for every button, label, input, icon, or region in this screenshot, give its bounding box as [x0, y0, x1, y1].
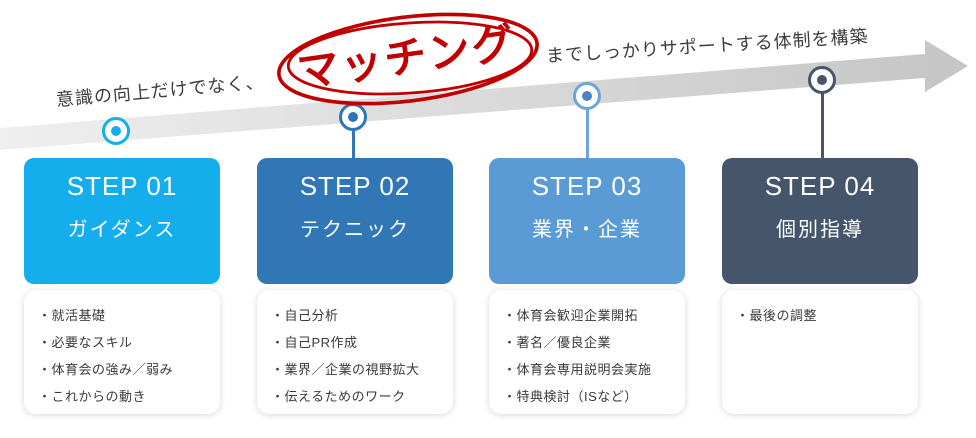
step3-detail-card: ・体育会歓迎企業開拓 ・著名／優良企業 ・体育会専用説明会実施 ・特典検討（IS… [489, 290, 685, 414]
list-item: ・体育会の強み／弱み [38, 362, 174, 377]
step4-title: 個別指導 [776, 219, 864, 241]
step2-header: STEP 02 テクニック [257, 158, 453, 284]
step4-header: STEP 04 個別指導 [722, 158, 918, 284]
step1-title: ガイダンス [67, 219, 177, 241]
milestone-marker-step2 [339, 103, 367, 131]
step4-detail-card: ・最後の調整 [722, 290, 918, 414]
milestone-marker-step3 [573, 82, 601, 110]
milestone-marker-step4 [808, 66, 836, 94]
step2-detail-card: ・自己分析 ・自己PR作成 ・業界／企業の視野拡大 ・伝えるためのワーク [257, 290, 453, 414]
step2-title: テクニック [300, 219, 410, 241]
step1-header: STEP 01 ガイダンス [24, 158, 220, 284]
marker-stem [586, 108, 589, 158]
list-item: ・体育会歓迎企業開拓 [503, 308, 639, 323]
marker-dot [111, 126, 121, 136]
step3-title: 業界・企業 [532, 219, 642, 241]
list-item: ・業界／企業の視野拡大 [271, 362, 420, 377]
step2-number: STEP 02 [299, 171, 411, 201]
list-item: ・特典検討（ISなど） [503, 389, 638, 404]
milestone-marker-step1 [102, 117, 130, 145]
marker-dot [817, 75, 827, 85]
highlight-circle-icon [277, 12, 539, 106]
step1-detail-card: ・就活基礎 ・必要なスキル ・体育会の強み／弱み ・これからの動き [24, 290, 220, 414]
list-item: ・これからの動き [38, 389, 147, 404]
list-item: ・伝えるためのワーク [271, 389, 406, 404]
step-column-4: STEP 04 個別指導 ・最後の調整 [722, 158, 918, 414]
arrow-shape [0, 40, 968, 150]
marker-stem [821, 92, 824, 158]
list-item: ・自己PR作成 [271, 335, 358, 350]
marker-dot [582, 91, 592, 101]
step1-number: STEP 01 [66, 171, 178, 201]
list-item: ・著名／優良企業 [503, 335, 612, 350]
list-item: ・体育会専用説明会実施 [503, 362, 652, 377]
step4-number: STEP 04 [764, 171, 876, 201]
step-column-3: STEP 03 業界・企業 ・体育会歓迎企業開拓 ・著名／優良企業 ・体育会専用… [489, 158, 685, 414]
step-column-1: STEP 01 ガイダンス ・就活基礎 ・必要なスキル ・体育会の強み／弱み ・… [24, 158, 220, 414]
list-item: ・最後の調整 [736, 308, 818, 323]
list-item: ・必要なスキル [38, 335, 133, 350]
list-item: ・自己分析 [271, 308, 339, 323]
list-item: ・就活基礎 [38, 308, 106, 323]
marker-stem [352, 125, 355, 158]
step3-number: STEP 03 [531, 171, 643, 201]
step-column-2: STEP 02 テクニック ・自己分析 ・自己PR作成 ・業界／企業の視野拡大 … [257, 158, 453, 414]
marker-dot [348, 112, 358, 122]
step3-header: STEP 03 業界・企業 [489, 158, 685, 284]
